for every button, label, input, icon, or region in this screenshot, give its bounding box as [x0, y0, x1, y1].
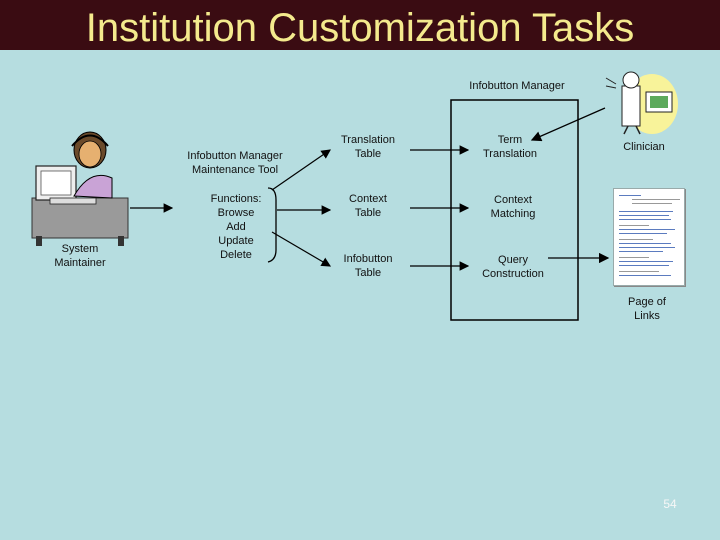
- title-bar: [0, 0, 720, 50]
- arrow-clinician-to-term: [530, 107, 606, 142]
- functions-list: Functions: Browse Add Update Delete: [210, 193, 262, 261]
- translation-table-label: Translation Table: [340, 134, 395, 160]
- maintenance-tool-label: Infobutton Manager Maintenance Tool: [187, 150, 283, 176]
- context-table-label: Context Table: [349, 193, 387, 219]
- clinician-clipart: [605, 71, 678, 135]
- page-number: 54: [663, 497, 677, 511]
- page-of-links-label: Page of Links: [628, 296, 666, 322]
- infobutton-table-label: Infobutton Table: [343, 253, 393, 279]
- clinician-label: Clinician: [623, 141, 665, 153]
- infobutton-manager-label: Infobutton Manager: [469, 80, 565, 92]
- arrow-to-infobutton-table: [271, 231, 332, 267]
- arrow-to-translation-table: [271, 149, 331, 191]
- slide-title: Institution Customization Tasks: [85, 6, 635, 50]
- page-of-links-thumbnail: [613, 188, 685, 286]
- system-maintainer-clipart: [31, 131, 129, 246]
- system-maintainer-label: System Maintainer: [54, 243, 106, 269]
- context-matching-label: Context Matching: [490, 194, 536, 220]
- term-translation-label: Term Translation: [482, 134, 537, 160]
- infobutton-manager-box: [450, 99, 579, 321]
- query-construction-label: Query Construction: [482, 254, 544, 280]
